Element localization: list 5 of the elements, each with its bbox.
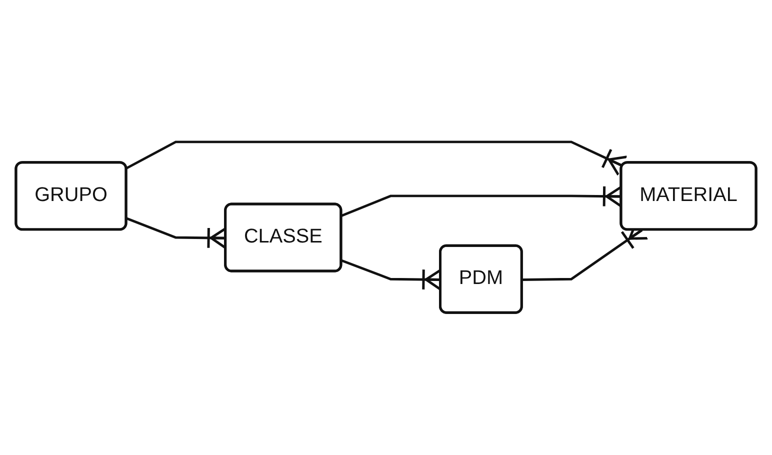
- relationship-line: [126, 140, 628, 176]
- entity-box: PDM: [439, 244, 523, 314]
- entity-box: GRUPO: [14, 161, 128, 231]
- entity-box: CLASSE: [224, 202, 342, 272]
- entity-box: MATERIAL: [620, 161, 758, 231]
